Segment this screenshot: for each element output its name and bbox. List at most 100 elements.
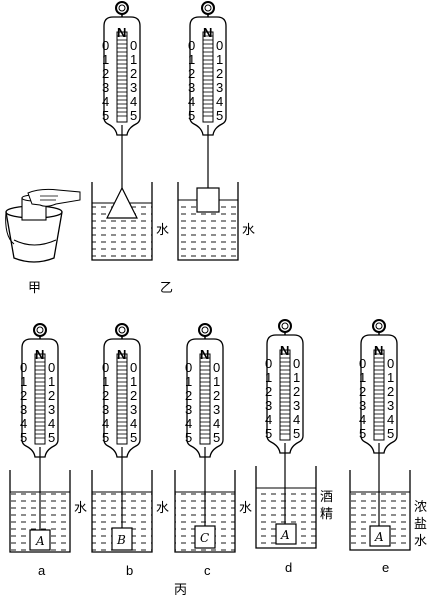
letter-d: d: [285, 560, 292, 575]
svg-text:2: 2: [265, 384, 272, 399]
bucket-figure: [5, 188, 81, 263]
svg-text:5: 5: [130, 108, 137, 123]
liquid-e-1: 浓: [414, 500, 427, 515]
svg-text:4: 4: [48, 416, 55, 431]
svg-text:0: 0: [130, 360, 137, 375]
svg-text:1: 1: [359, 370, 366, 385]
svg-text:0: 0: [102, 38, 109, 53]
svg-text:4: 4: [387, 412, 394, 427]
svg-text:1: 1: [130, 52, 137, 67]
svg-text:2: 2: [387, 384, 394, 399]
svg-text:5: 5: [20, 430, 27, 445]
block-c: C: [200, 531, 209, 545]
letter-e: e: [382, 560, 389, 575]
svg-text:1: 1: [387, 370, 394, 385]
svg-text:5: 5: [185, 430, 192, 445]
svg-text:N: N: [117, 347, 126, 362]
svg-text:2: 2: [102, 388, 109, 403]
svg-text:0: 0: [185, 360, 192, 375]
svg-text:1: 1: [102, 52, 109, 67]
svg-text:2: 2: [130, 388, 137, 403]
block-b: B: [116, 533, 126, 547]
beaker-a: [9, 470, 71, 553]
svg-text:5: 5: [216, 108, 223, 123]
svg-text:4: 4: [213, 416, 220, 431]
beaker-b: [91, 470, 153, 553]
svg-text:5: 5: [293, 426, 300, 441]
svg-text:3: 3: [102, 80, 109, 95]
svg-text:4: 4: [130, 416, 137, 431]
svg-text:5: 5: [213, 430, 220, 445]
block-e: A: [374, 530, 384, 544]
beaker-yi-2: [177, 182, 239, 261]
svg-text:3: 3: [102, 402, 109, 417]
svg-text:4: 4: [185, 416, 192, 431]
svg-text:5: 5: [48, 430, 55, 445]
spring-scale-b: N 012 345 012 345: [102, 323, 141, 458]
svg-text:5: 5: [102, 108, 109, 123]
svg-text:N: N: [280, 343, 289, 358]
label-jia: 甲: [28, 281, 41, 296]
svg-text:4: 4: [359, 412, 366, 427]
svg-text:2: 2: [216, 66, 223, 81]
svg-text:1: 1: [130, 374, 137, 389]
svg-text:2: 2: [130, 66, 137, 81]
svg-text:2: 2: [188, 66, 195, 81]
svg-text:1: 1: [48, 374, 55, 389]
svg-text:0: 0: [387, 356, 394, 371]
svg-text:4: 4: [293, 412, 300, 427]
letter-b: b: [126, 563, 133, 578]
svg-text:0: 0: [48, 360, 55, 375]
svg-text:3: 3: [387, 398, 394, 413]
svg-text:3: 3: [216, 80, 223, 95]
svg-text:2: 2: [48, 388, 55, 403]
svg-text:0: 0: [359, 356, 366, 371]
svg-text:4: 4: [265, 412, 272, 427]
liquid-c: 水: [239, 501, 252, 516]
beaker-d: [255, 466, 317, 549]
svg-text:3: 3: [293, 398, 300, 413]
svg-text:3: 3: [130, 402, 137, 417]
svg-text:5: 5: [359, 426, 366, 441]
label-bing: 丙: [174, 583, 187, 598]
beaker-c: [174, 470, 236, 553]
liquid-e-2: 盐: [414, 517, 427, 532]
svg-text:N: N: [203, 25, 212, 40]
svg-text:1: 1: [213, 374, 220, 389]
beaker-e: [349, 470, 411, 551]
svg-text:1: 1: [102, 374, 109, 389]
svg-text:0: 0: [265, 356, 272, 371]
svg-text:0: 0: [216, 38, 223, 53]
svg-text:4: 4: [102, 94, 109, 109]
svg-text:3: 3: [265, 398, 272, 413]
svg-text:4: 4: [102, 416, 109, 431]
svg-text:0: 0: [188, 38, 195, 53]
svg-text:N: N: [35, 347, 44, 362]
block-a: A: [35, 534, 45, 548]
svg-text:2: 2: [185, 388, 192, 403]
label-water-yi-2: 水: [242, 223, 255, 238]
label-yi: 乙: [160, 281, 173, 296]
svg-text:0: 0: [293, 356, 300, 371]
svg-text:1: 1: [216, 52, 223, 67]
svg-text:0: 0: [102, 360, 109, 375]
svg-text:N: N: [117, 25, 126, 40]
svg-text:0: 0: [213, 360, 220, 375]
svg-text:3: 3: [213, 402, 220, 417]
svg-text:4: 4: [216, 94, 223, 109]
svg-text:1: 1: [20, 374, 27, 389]
liquid-d-2: 精: [320, 507, 333, 522]
spring-scale-a: N 012 345 012 345: [20, 323, 59, 458]
liquid-d-1: 酒: [320, 490, 333, 505]
beaker-yi-1: [91, 182, 153, 261]
spring-scale-d: N 012 345 012 345: [265, 319, 304, 454]
svg-text:5: 5: [387, 426, 394, 441]
svg-text:1: 1: [185, 374, 192, 389]
svg-text:4: 4: [130, 94, 137, 109]
liquid-b: 水: [156, 501, 169, 516]
svg-text:3: 3: [130, 80, 137, 95]
svg-text:0: 0: [130, 38, 137, 53]
svg-text:2: 2: [359, 384, 366, 399]
label-water-yi-1: 水: [156, 223, 169, 238]
